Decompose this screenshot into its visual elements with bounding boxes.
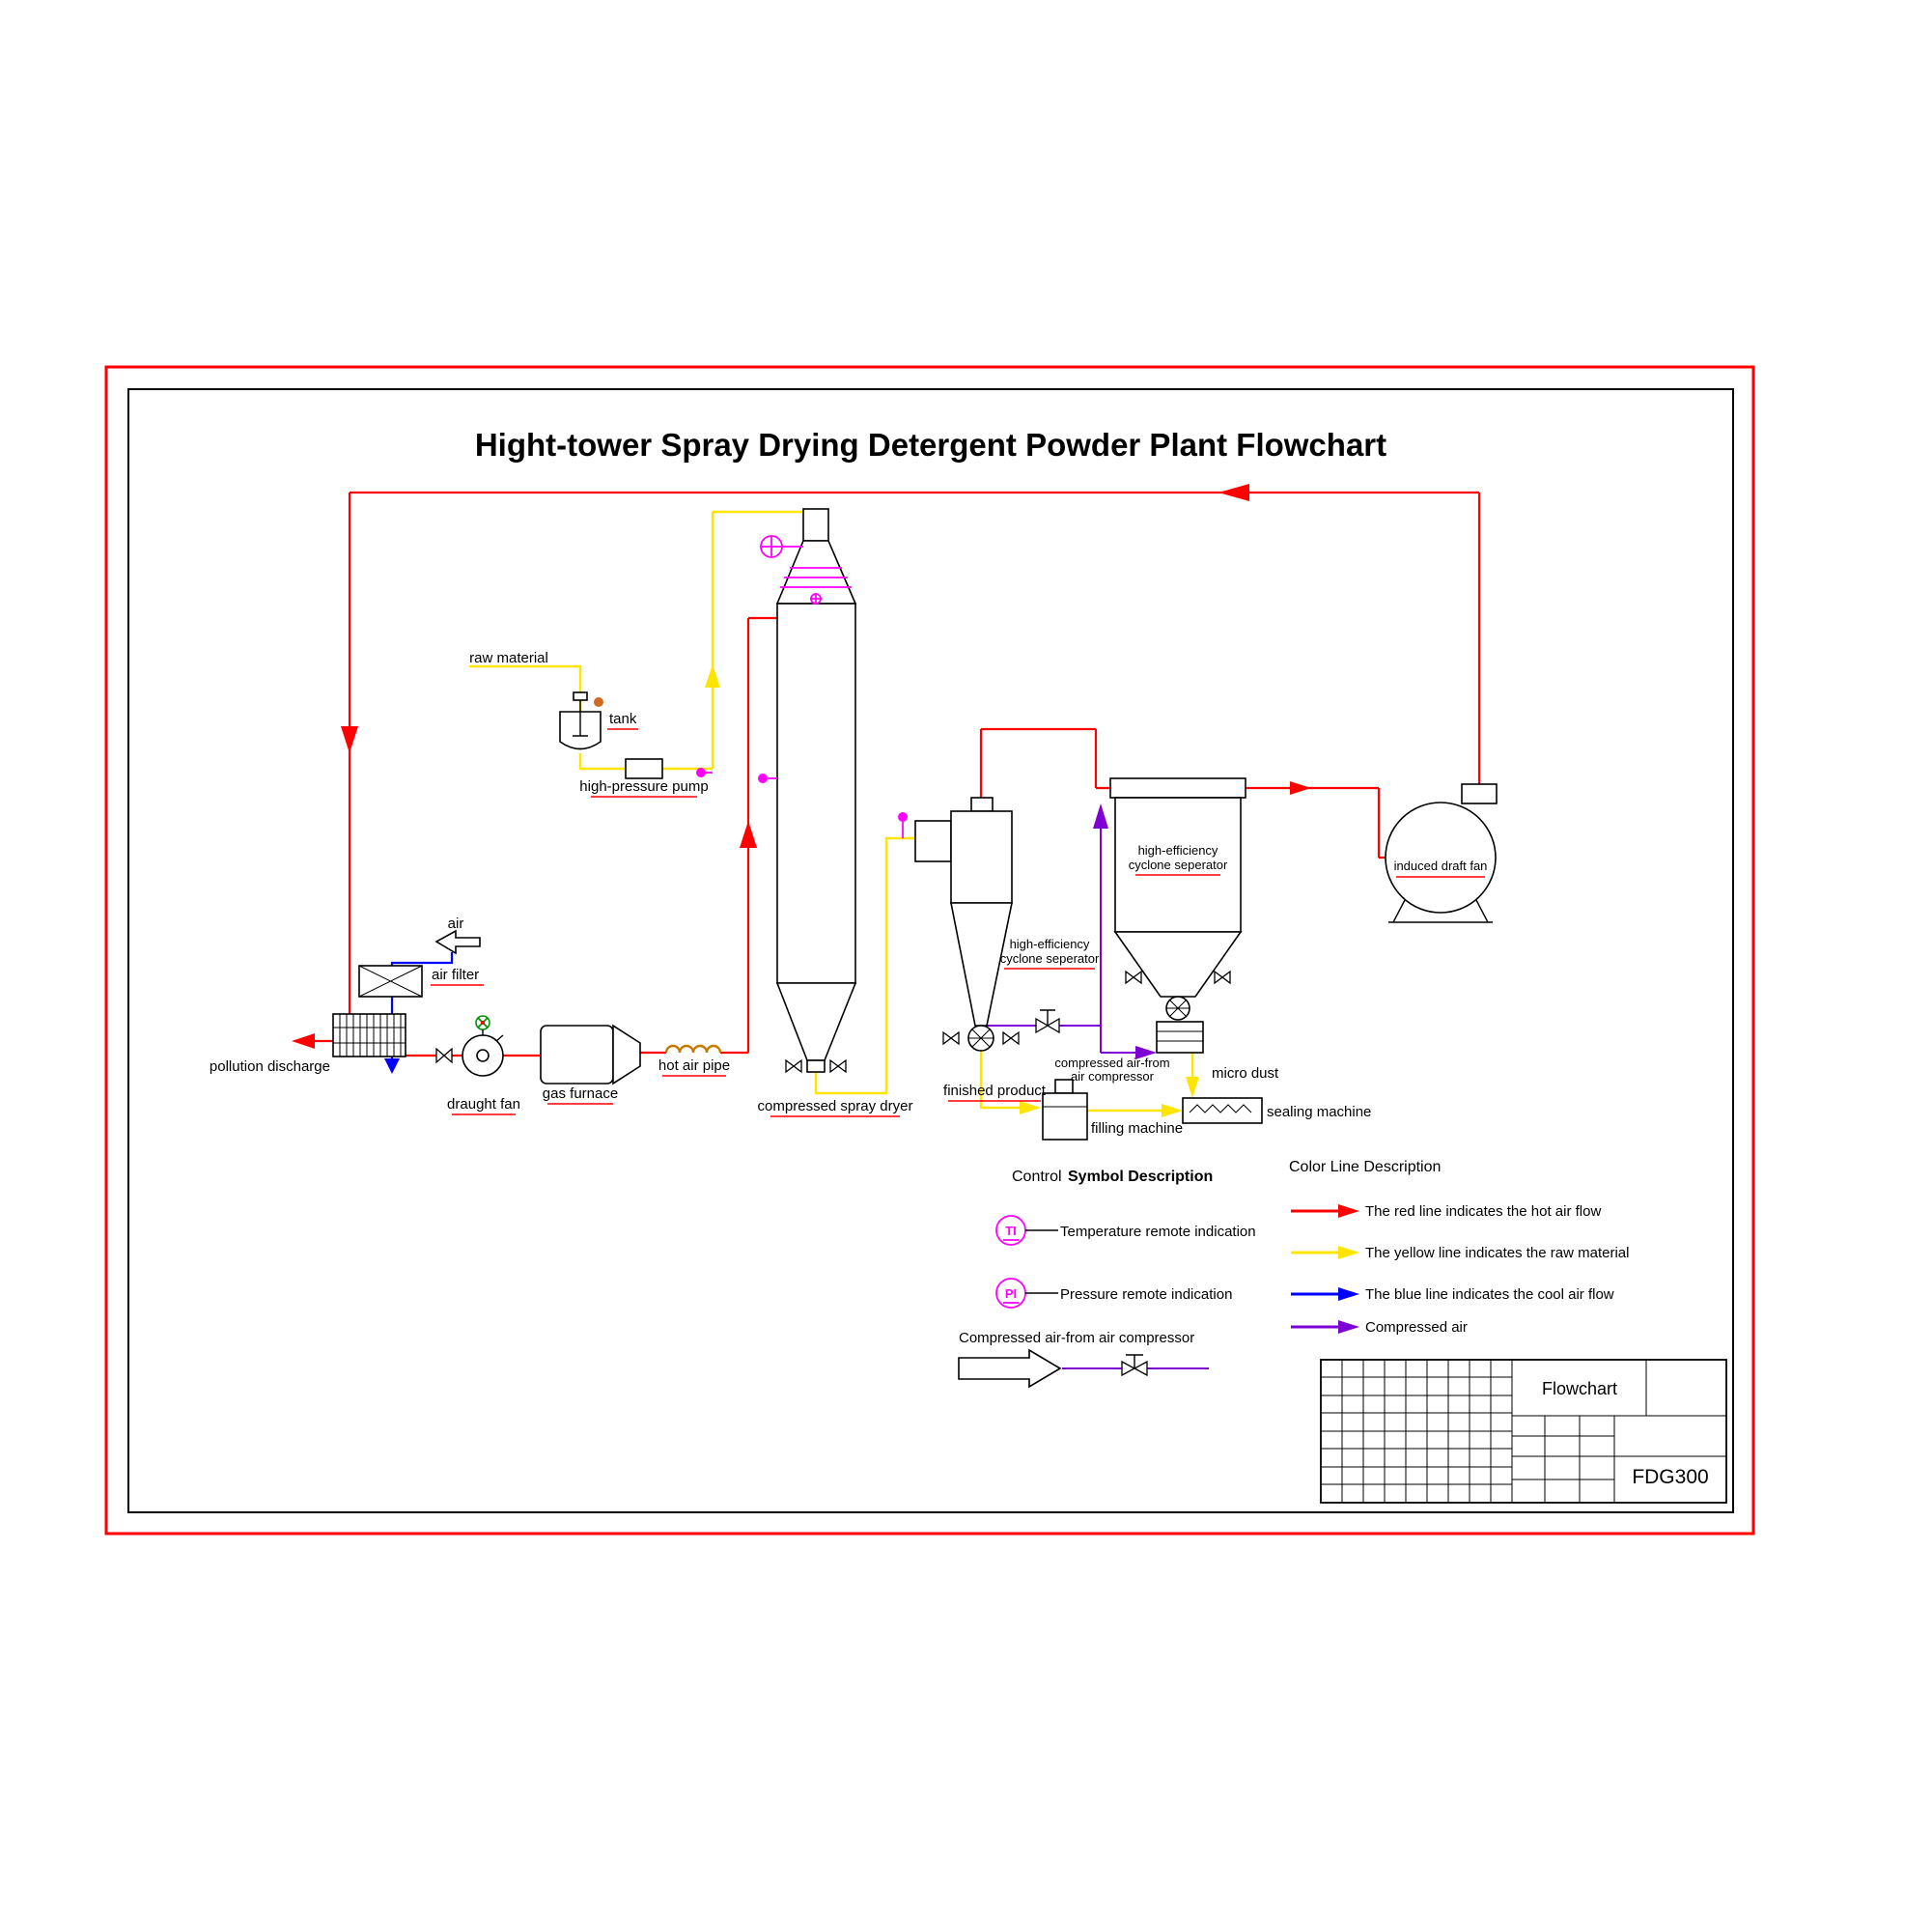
page-title: Hight-tower Spray Drying Detergent Powde… xyxy=(475,427,1386,463)
label-cyclone1-line2: cyclone seperator xyxy=(1000,951,1100,966)
filling-machine xyxy=(1042,1079,1088,1141)
high-pressure-pump xyxy=(625,758,663,779)
label-air-filter: air filter xyxy=(432,967,479,983)
raw-material-arrow-up xyxy=(705,664,720,688)
pi-symbol-icon: PI xyxy=(995,1278,1026,1309)
air-intake-arrow-icon xyxy=(434,929,481,955)
draught-fan xyxy=(462,1015,504,1077)
compressed-air-valve-icon xyxy=(1035,1009,1060,1034)
hot-air-arrow-up xyxy=(740,821,757,848)
hot-air-pipe-coil-icon xyxy=(664,1044,722,1054)
ti-label: Temperature remote indication xyxy=(1060,1224,1256,1240)
label-air: air xyxy=(448,916,464,932)
legend-arrow-yellow xyxy=(1338,1246,1359,1259)
legend-label-purple: Compressed air xyxy=(1365,1319,1468,1336)
gas-furnace xyxy=(540,1024,641,1085)
label-compressed-spray-dryer: compressed spray dryer xyxy=(758,1098,913,1114)
hot-air-lines xyxy=(292,484,1481,1057)
title-block: Flowchart FDG300 xyxy=(1320,1359,1727,1504)
legend-label-blue: The blue line indicates the cool air flo… xyxy=(1365,1286,1614,1303)
pollution-discharge-arrow xyxy=(292,1033,315,1049)
ti-symbol-text: TI xyxy=(1005,1224,1017,1238)
outer-red-border xyxy=(104,365,1755,1536)
hot-air-arrow-right xyxy=(1290,781,1311,795)
label-cyclone2-line1: high-efficiency xyxy=(1138,843,1218,858)
hot-air-arrow-down xyxy=(341,726,358,753)
label-filling-machine: filling machine xyxy=(1091,1120,1183,1137)
cyclone-separator-1 xyxy=(898,797,1020,1052)
hot-air-arrow-left xyxy=(1218,484,1249,501)
spray-dryer-tower xyxy=(696,508,857,1074)
cool-air-lines xyxy=(384,952,454,1074)
symbol-legend-heading-prefix: Control xyxy=(1012,1169,1062,1185)
feed-pressure-tap-icon xyxy=(696,768,713,777)
pi-symbol-text: PI xyxy=(1005,1286,1017,1301)
tower-ti-instrument-icon xyxy=(760,535,803,558)
label-finished-product: finished product xyxy=(943,1083,1047,1099)
tank-motor-icon xyxy=(594,697,603,707)
label-gas-furnace: gas furnace xyxy=(543,1085,618,1102)
symbol-legend-heading-main: Symbol Description xyxy=(1068,1169,1213,1185)
air-filter xyxy=(358,965,423,998)
rotary-valve-icon xyxy=(967,1025,994,1052)
product-arrow-right xyxy=(1020,1101,1041,1114)
label-high-pressure-pump: high-pressure pump xyxy=(579,778,708,795)
micro-dust-container xyxy=(1156,1021,1204,1054)
legend-label-yellow: The yellow line indicates the raw materi… xyxy=(1365,1245,1629,1261)
draught-fan-valve-icon xyxy=(475,1015,490,1035)
label-induced-draft-fan: induced draft fan xyxy=(1394,859,1488,873)
label-cyclone2-line2: cyclone seperator xyxy=(1129,858,1228,872)
cyclone-separator-2 xyxy=(1109,777,1246,1021)
ti-symbol-icon: TI xyxy=(995,1215,1026,1246)
label-sealing-machine: sealing machine xyxy=(1267,1104,1371,1120)
title-block-drawing-name: Flowchart xyxy=(1542,1379,1617,1398)
title-block-model-no: FDG300 xyxy=(1632,1466,1708,1488)
cyclone-inlet-tap-icon xyxy=(898,812,908,838)
raw-material-tank xyxy=(559,691,603,750)
tower-pressure-tap-icon xyxy=(758,774,777,783)
legend-arrow-red xyxy=(1338,1204,1359,1218)
pi-label: Pressure remote indication xyxy=(1060,1286,1232,1303)
compressed-air-lines xyxy=(981,803,1157,1059)
label-pollution-discharge: pollution discharge xyxy=(210,1058,330,1075)
sealing-arrow-right xyxy=(1162,1104,1183,1117)
color-legend-heading: Color Line Description xyxy=(1289,1159,1441,1175)
spray-nozzle-lines-icon xyxy=(780,567,852,605)
label-tank: tank xyxy=(609,711,637,727)
label-hot-air-pipe: hot air pipe xyxy=(658,1057,730,1074)
induced-draft-fan xyxy=(1385,783,1498,923)
inline-valve-icon xyxy=(435,1047,453,1064)
legend-arrow-blue xyxy=(1338,1287,1359,1301)
compressed-air-arrow-up xyxy=(1093,803,1108,829)
label-micro-dust: micro dust xyxy=(1212,1065,1279,1082)
label-cyclone1-line1: high-efficiency xyxy=(1010,937,1090,951)
micro-dust-arrow-down xyxy=(1186,1077,1199,1098)
sealing-machine xyxy=(1182,1097,1263,1124)
legend-arrow-purple xyxy=(1338,1320,1359,1334)
legend-label-red: The red line indicates the hot air flow xyxy=(1365,1203,1601,1220)
compressed-air-legend-label: Compressed air-from air compressor xyxy=(959,1330,1194,1346)
heat-exchanger-grid xyxy=(332,1013,406,1057)
inner-black-border xyxy=(127,388,1734,1513)
legend-valve-icon xyxy=(1121,1354,1148,1377)
rotary-valve-icon xyxy=(1165,996,1190,1021)
control-symbol-legend: Control Symbol Description TI Temperatur… xyxy=(958,1169,1256,1389)
color-line-legend: Color Line Description The red line indi… xyxy=(1289,1159,1629,1336)
cool-air-arrow-down xyxy=(384,1058,400,1074)
label-raw-material: raw material xyxy=(469,650,548,666)
label-compressed-air-line1: compressed air-from xyxy=(1054,1056,1169,1070)
compressed-air-block-arrow-icon xyxy=(958,1348,1062,1389)
label-draught-fan: draught fan xyxy=(447,1096,520,1113)
label-compressed-air-line2: air compressor xyxy=(1071,1069,1155,1084)
tower-bottom-valve-icons xyxy=(785,1058,847,1074)
compressed-air-arrow-right xyxy=(1135,1046,1157,1059)
